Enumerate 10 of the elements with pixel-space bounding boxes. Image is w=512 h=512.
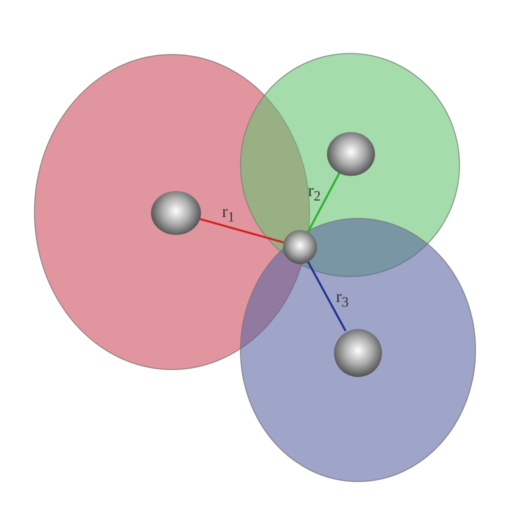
edge-label: r$_{2}$ bbox=[308, 182, 321, 204]
sphere bbox=[283, 230, 317, 264]
edge-label: r$_{3}$ bbox=[336, 288, 349, 310]
sphere bbox=[327, 132, 375, 176]
radius-line bbox=[198, 218, 284, 244]
radius-line bbox=[307, 172, 340, 232]
edge-label: r$_{1}$ bbox=[222, 203, 235, 225]
sphere bbox=[151, 191, 201, 235]
radius-line bbox=[307, 261, 346, 332]
sphere bbox=[334, 329, 382, 377]
